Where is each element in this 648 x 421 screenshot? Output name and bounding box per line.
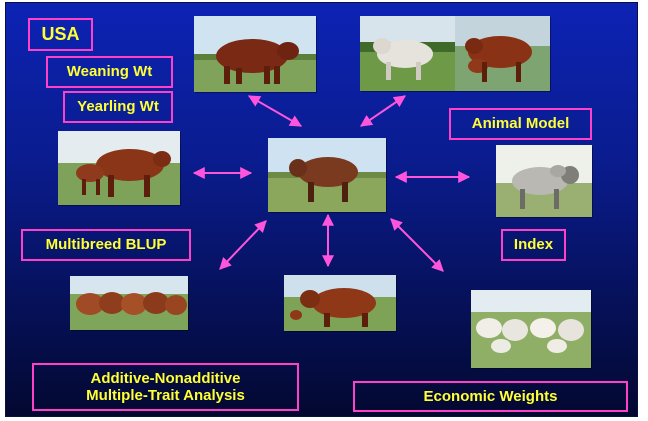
- label-index: Index: [501, 229, 566, 261]
- label-multibreed-blup: Multibreed BLUP: [21, 229, 191, 261]
- arrow-top-left: [247, 95, 303, 127]
- photo-cow-with-calf: [58, 131, 180, 205]
- photo-gray-bull: [496, 145, 592, 217]
- photo-center-bull: [268, 138, 386, 212]
- label-animal-model: Animal Model: [449, 108, 592, 140]
- photo-white-cattle: [471, 290, 591, 368]
- photo-red-cow: [284, 275, 396, 331]
- label-yearling-wt: Yearling Wt: [63, 91, 173, 123]
- label-usa: USA: [28, 18, 93, 51]
- arrow-bottom-left: [219, 220, 267, 270]
- photo-cattle-herd: [70, 276, 188, 330]
- label-additive-line2: Multiple-Trait Analysis: [86, 387, 245, 404]
- photo-red-bull: [194, 16, 316, 92]
- label-economic-weights: Economic Weights: [353, 381, 628, 412]
- label-additive-line1: Additive-Nonadditive: [90, 369, 241, 387]
- arrow-bottom-right: [390, 218, 444, 272]
- label-weaning-wt: Weaning Wt: [46, 56, 173, 88]
- photo-brahman-and-red-cow: [360, 16, 550, 91]
- label-additive-nonadditive: Additive-Nonadditive Multiple-Trait Anal…: [32, 363, 299, 411]
- slide: USA Weaning Wt Yearling Wt Animal Model …: [5, 2, 638, 417]
- arrow-top-right: [360, 95, 406, 127]
